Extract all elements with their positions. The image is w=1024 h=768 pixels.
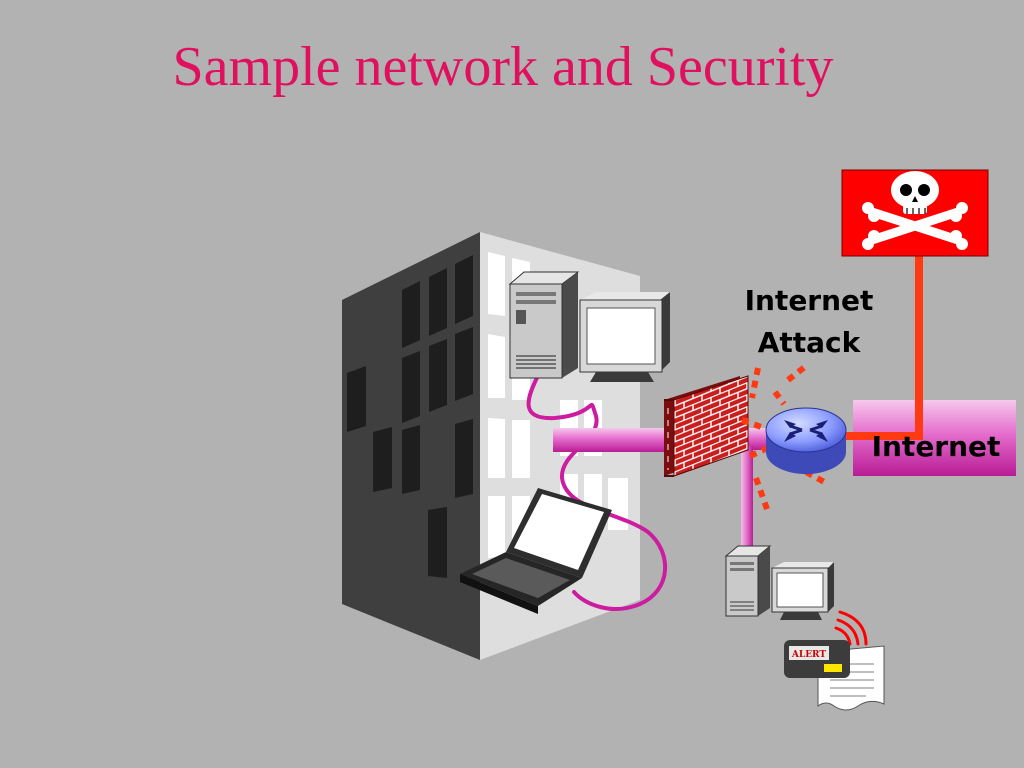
alert-pager-icon: ALERT [784, 610, 868, 678]
internet-label: Internet [872, 430, 1001, 463]
monitor-icon [579, 292, 670, 382]
attack-line-horizontal [838, 432, 923, 440]
firewall-brick-wall-icon [664, 375, 749, 477]
server-tower-icon [508, 271, 580, 379]
monitor-icon [771, 562, 834, 620]
internet-attack-label-line1: Internet [745, 284, 874, 317]
dmz-pipe [741, 446, 753, 552]
attack-burst [740, 363, 830, 513]
lan-cables [526, 370, 668, 611]
attack-line-vertical [915, 250, 923, 440]
lan-pipe [553, 428, 670, 452]
router-icon [765, 407, 847, 474]
alert-label: ALERT [791, 650, 826, 660]
server-tower-icon [724, 545, 772, 617]
building-windows-dark [347, 255, 473, 578]
internet-attack-label-line2: Attack [758, 326, 862, 359]
laptop-icon [460, 488, 612, 614]
skull-crossbones-flag-icon [841, 169, 989, 257]
slide-title: Sample network and Security [172, 36, 834, 98]
